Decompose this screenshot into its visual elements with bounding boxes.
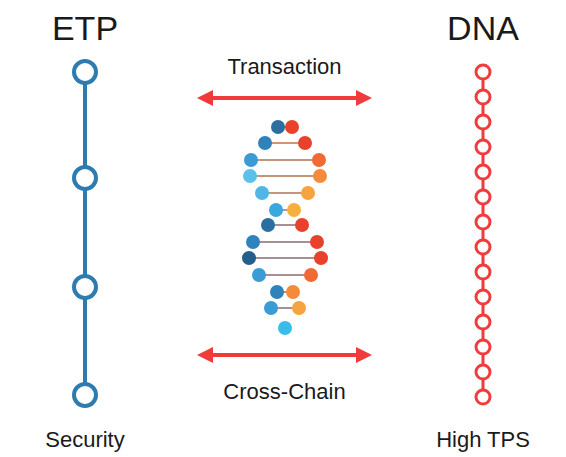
double-arrow bbox=[197, 90, 372, 106]
edge-label: Transaction bbox=[185, 55, 385, 79]
double-arrow bbox=[197, 347, 372, 363]
chain-node: ETP Security bbox=[0, 0, 197, 457]
dna-helix bbox=[242, 120, 328, 335]
etp-chain bbox=[74, 61, 96, 406]
chain-node: DNA High TPS bbox=[372, 0, 566, 457]
chain-title: ETP bbox=[0, 10, 175, 47]
chain-caption: Security bbox=[0, 428, 175, 452]
dna-chain bbox=[476, 65, 490, 404]
chain-caption: High TPS bbox=[393, 428, 566, 452]
edge-label: Cross-Chain bbox=[185, 380, 385, 404]
chain-title: DNA bbox=[393, 10, 566, 47]
